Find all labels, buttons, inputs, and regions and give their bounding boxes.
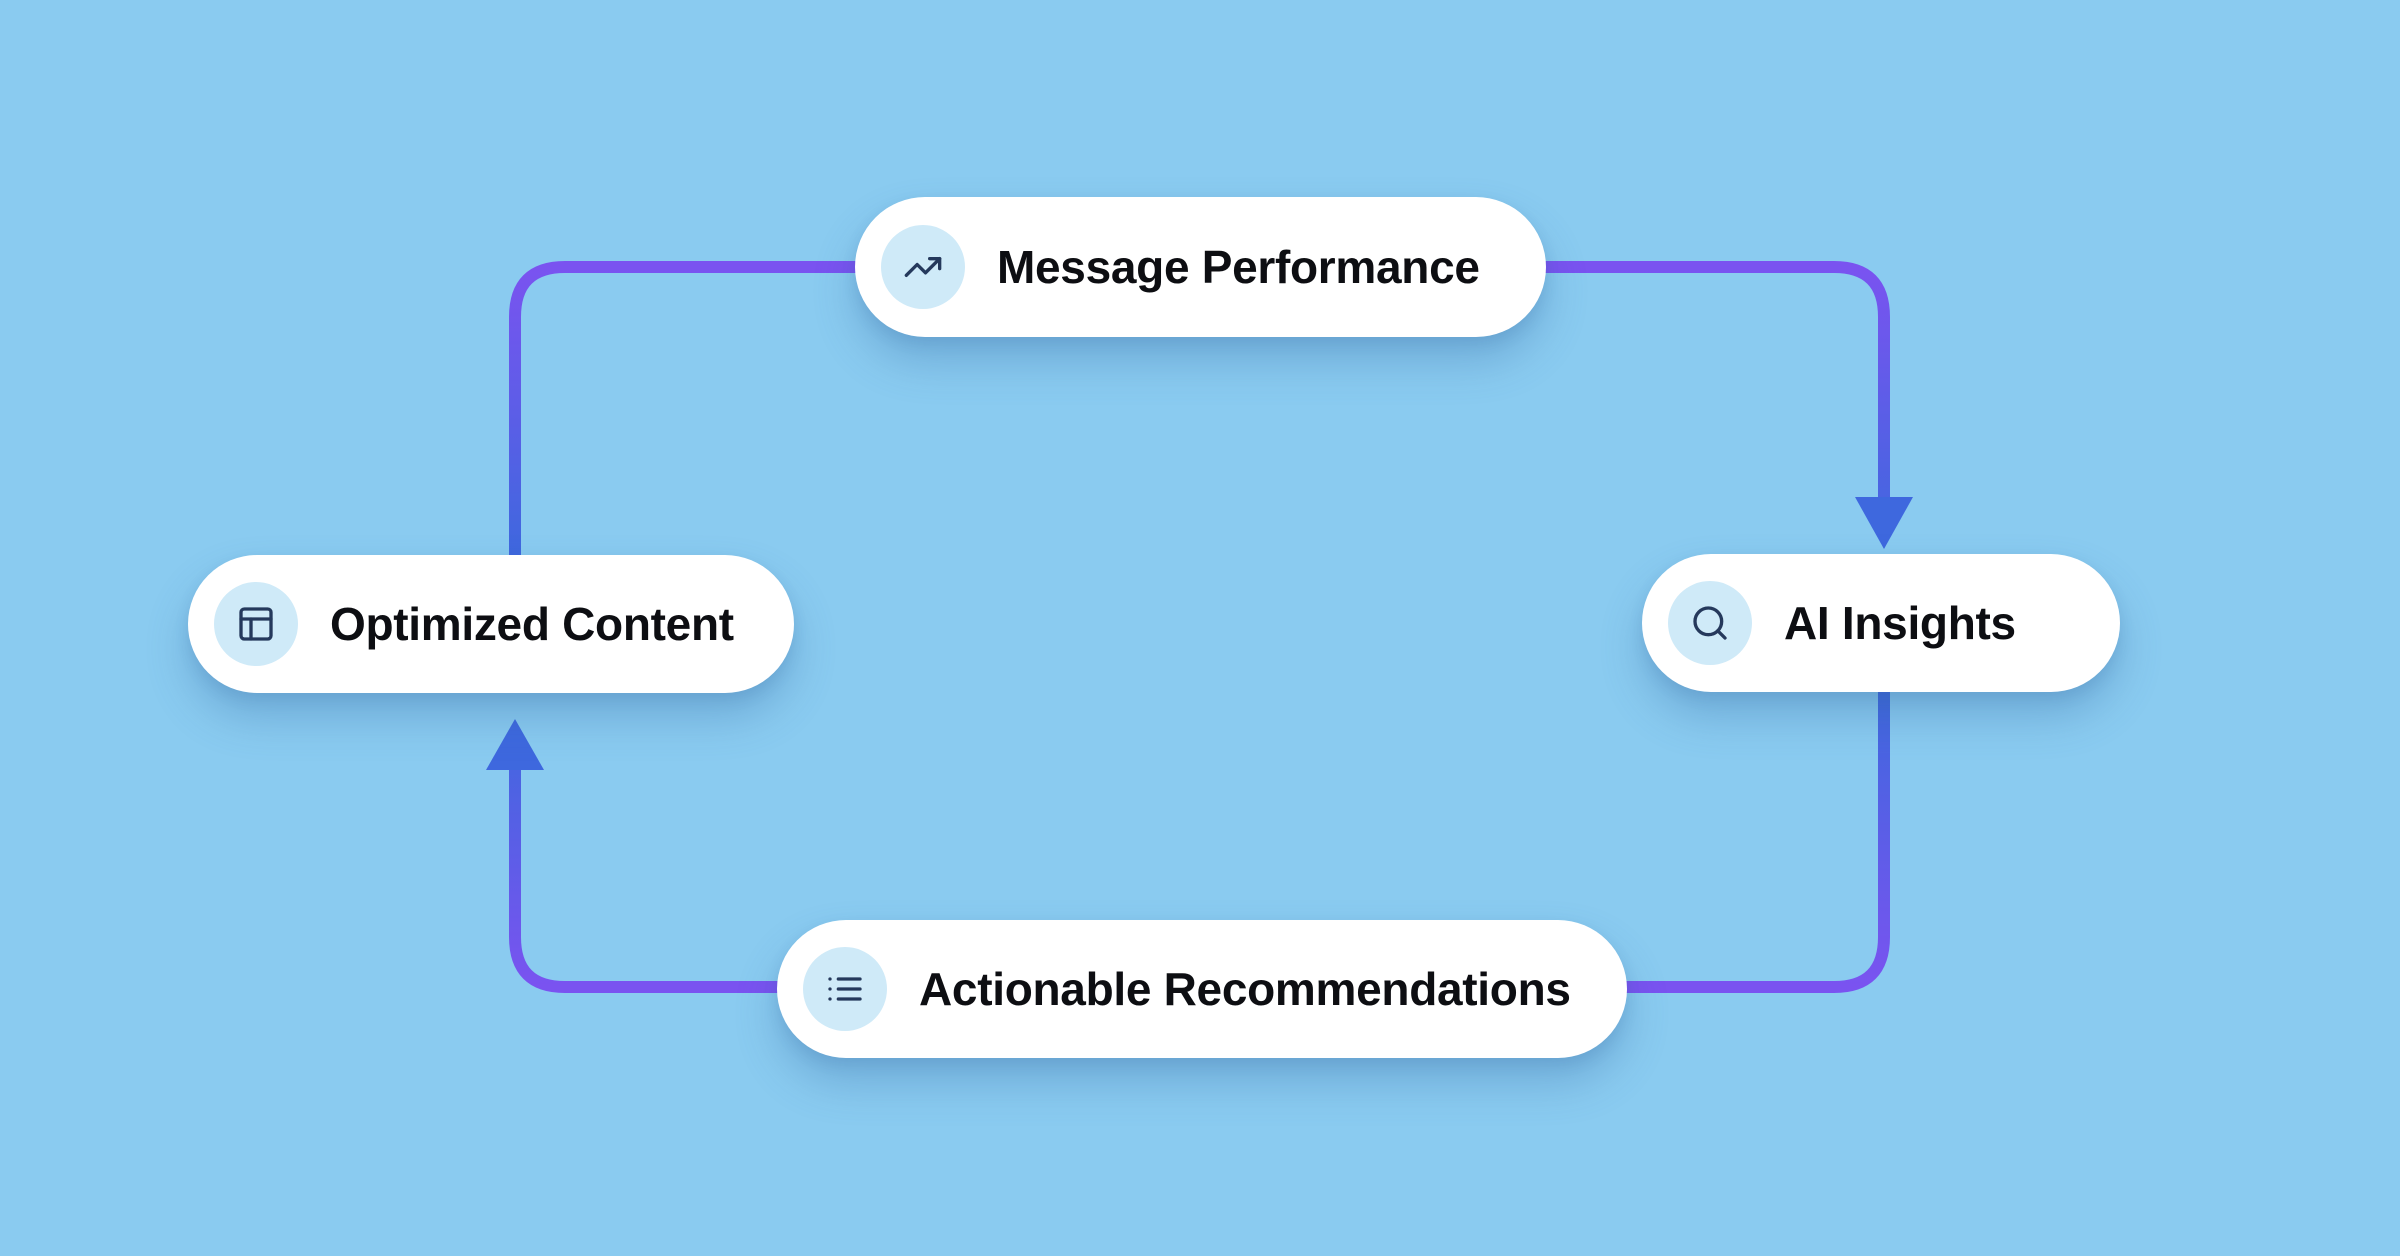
node-ai-insights: AI Insights [1642, 554, 2120, 692]
node-actionable-recommendations: Actionable Recommendations [777, 920, 1627, 1058]
arrowhead-into-optimized-content [486, 719, 544, 770]
edge-message-to-ai [1540, 261, 1890, 500]
edge-optimized-to-message [509, 261, 862, 557]
node-label: Message Performance [997, 241, 1480, 293]
search-icon [1668, 581, 1752, 665]
node-label: Optimized Content [330, 598, 734, 650]
node-optimized-content: Optimized Content [188, 555, 794, 693]
edge-ai-to-actionable [1622, 690, 1890, 993]
node-label: AI Insights [1784, 597, 2016, 649]
node-message-performance: Message Performance [855, 197, 1546, 337]
edge-actionable-to-optimized [509, 767, 781, 993]
trending-up-icon [881, 225, 965, 309]
list-icon [803, 947, 887, 1031]
node-label: Actionable Recommendations [919, 963, 1571, 1015]
layout-icon [214, 582, 298, 666]
arrowhead-into-ai-insights [1855, 497, 1913, 549]
